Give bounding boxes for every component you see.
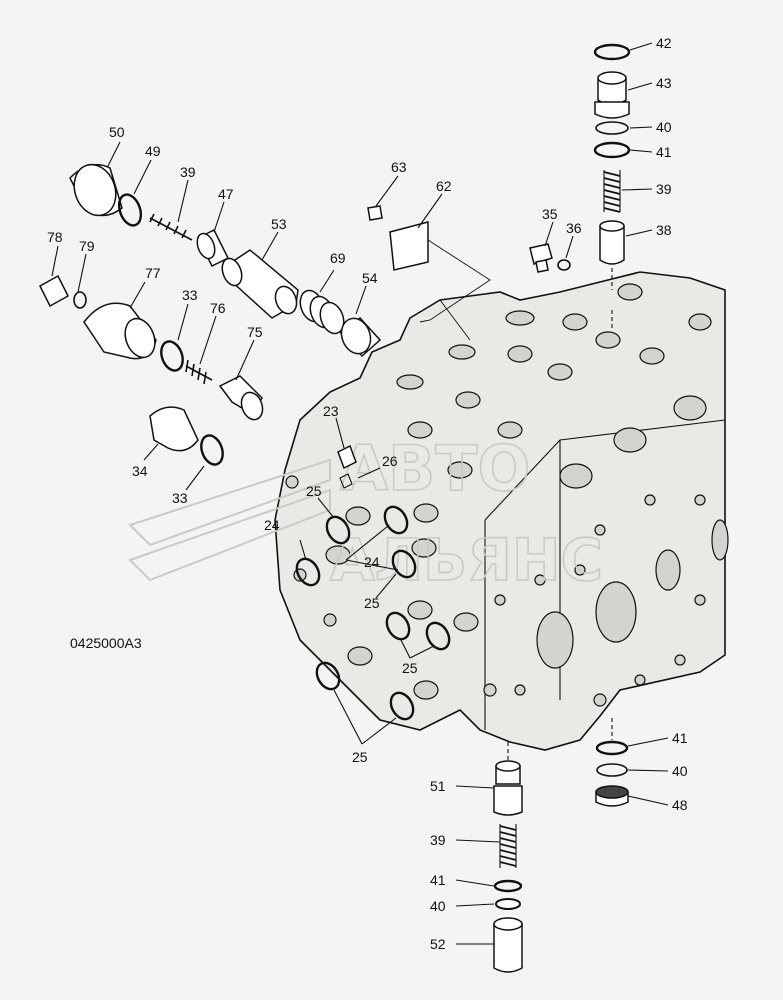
ring-40b [596, 763, 628, 777]
callout-51: 51 [430, 778, 446, 794]
drawing-code: 0425000A3 [70, 635, 142, 651]
cap-34 [149, 406, 199, 452]
callout-78: 78 [47, 229, 63, 245]
callout-33: 33 [172, 490, 188, 506]
callout-54: 54 [362, 270, 378, 286]
seat-38 [599, 225, 625, 265]
o-ring-79 [73, 291, 87, 309]
callout-41: 41 [656, 144, 672, 160]
left-top-parts [39, 163, 491, 489]
plate-62 [389, 221, 429, 271]
callout-33: 33 [182, 287, 198, 303]
callout-52: 52 [430, 936, 446, 952]
callout-43: 43 [656, 75, 672, 91]
callout-53: 53 [271, 216, 287, 232]
callout-48: 48 [672, 797, 688, 813]
o-ring-41b [595, 740, 629, 756]
callout-39: 39 [180, 164, 196, 180]
callout-25: 25 [402, 660, 418, 676]
callout-77: 77 [145, 265, 161, 281]
callout-75: 75 [247, 324, 263, 340]
callout-25: 25 [306, 483, 322, 499]
callout-25: 25 [364, 595, 380, 611]
callout-62: 62 [436, 178, 452, 194]
right-top-stack [529, 43, 631, 330]
callout-69: 69 [330, 250, 346, 266]
spring-39c [499, 824, 517, 868]
callout-24: 24 [364, 554, 380, 570]
callout-39: 39 [430, 832, 446, 848]
leader-lines [51, 42, 669, 945]
spring-76 [185, 359, 213, 385]
watermark: АВТО АЛЬЯНС [128, 431, 604, 595]
callout-47: 47 [218, 186, 234, 202]
o-ring-49 [117, 193, 143, 227]
callout-42: 42 [656, 35, 672, 51]
plug-78 [39, 274, 69, 308]
callout-63: 63 [391, 159, 407, 175]
valve-body [274, 271, 729, 751]
plug-35 [529, 243, 553, 265]
o-ring-36 [557, 259, 571, 271]
callout-41: 41 [430, 872, 446, 888]
callout-76: 76 [210, 300, 226, 316]
callout-39: 39 [656, 181, 672, 197]
o-ring-33a [160, 340, 184, 372]
callout-50: 50 [109, 124, 125, 140]
callout-35: 35 [542, 206, 558, 222]
o-rings-left-face [295, 505, 451, 721]
ring-40c [495, 898, 521, 910]
plug-23 [337, 444, 357, 470]
o-ring-41a [593, 141, 631, 159]
callout-41: 41 [672, 730, 688, 746]
callout-36: 36 [566, 220, 582, 236]
spring-69 [299, 289, 345, 335]
callout-26: 26 [382, 453, 398, 469]
o-ring-41c [493, 879, 523, 893]
spring-39b [149, 213, 193, 241]
callout-49: 49 [145, 143, 161, 159]
spring-39a [603, 170, 621, 213]
bottom-stacks [493, 718, 629, 973]
ring-40a [595, 121, 629, 135]
callout-24: 24 [264, 517, 280, 533]
screw-63 [367, 205, 383, 221]
callout-79: 79 [79, 238, 95, 254]
callout-40: 40 [672, 763, 688, 779]
o-ring-42 [593, 43, 631, 61]
callout-23: 23 [323, 403, 339, 419]
callout-40: 40 [656, 119, 672, 135]
callout-38: 38 [656, 222, 672, 238]
plug-52 [493, 923, 523, 973]
callout-40: 40 [430, 898, 446, 914]
callout-labels: 42 43 40 41 39 38 35 36 50 49 39 47 53 6… [47, 35, 688, 952]
callout-25: 25 [352, 749, 368, 765]
watermark-line1: АВТО [340, 432, 530, 505]
o-ring-33b [200, 434, 224, 466]
callout-34: 34 [132, 463, 148, 479]
